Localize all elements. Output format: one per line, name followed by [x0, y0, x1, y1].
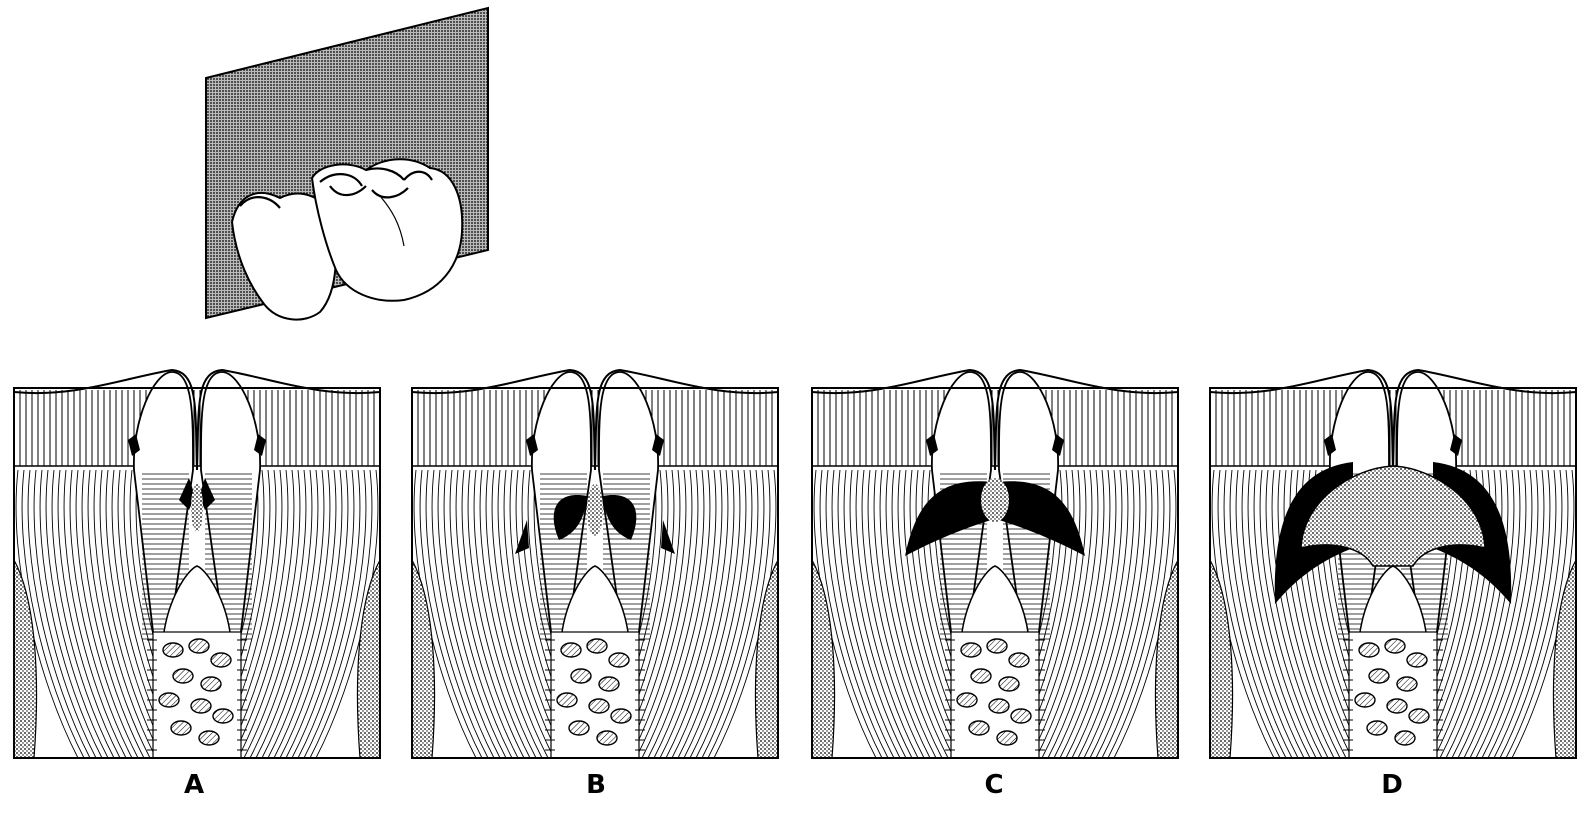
panel-b — [412, 370, 778, 758]
panel-a — [14, 370, 380, 758]
panel-c — [812, 370, 1178, 758]
panel-label-c: C — [984, 770, 1003, 800]
inset-film-with-teeth — [206, 8, 488, 320]
panel-label-d: D — [1381, 770, 1403, 800]
panel-d — [1210, 370, 1576, 758]
panel-label-b: B — [586, 770, 606, 800]
panel-label-a: A — [184, 770, 204, 800]
panels-group — [14, 370, 1576, 758]
carious-lesion — [905, 478, 1085, 556]
